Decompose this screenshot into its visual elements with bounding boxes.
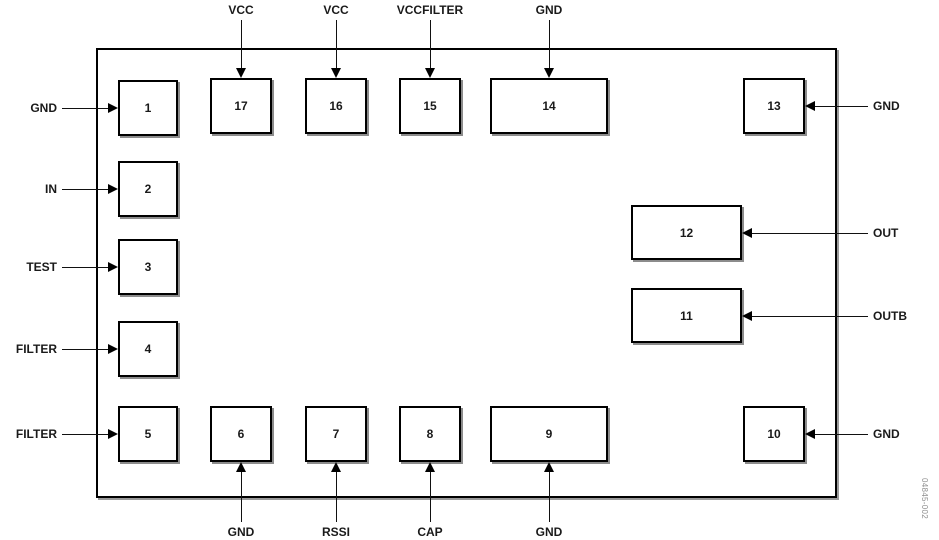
signal-label-top-15: VCCFILTER bbox=[396, 3, 464, 17]
arrow-head-left-5 bbox=[108, 429, 118, 439]
pin-pad-17: 17 bbox=[210, 78, 272, 134]
arrow-head-top-14 bbox=[544, 68, 554, 78]
pin-pad-4: 4 bbox=[118, 321, 178, 377]
leader-line-bottom-8 bbox=[430, 472, 431, 522]
pin-number-label: 15 bbox=[423, 99, 437, 113]
leader-line-right-10 bbox=[815, 434, 868, 435]
pin-number-label: 6 bbox=[237, 427, 245, 441]
pin-pad-15: 15 bbox=[399, 78, 461, 134]
signal-label-left-4: FILTER bbox=[15, 342, 57, 356]
leader-line-top-14 bbox=[549, 20, 550, 68]
arrow-head-right-13 bbox=[805, 101, 815, 111]
pin-number-label: 16 bbox=[329, 99, 343, 113]
signal-label-left-5: FILTER bbox=[15, 427, 57, 441]
pin-pad-10: 10 bbox=[743, 406, 805, 462]
signal-label-right-10: GND bbox=[873, 427, 900, 441]
leader-line-top-15 bbox=[430, 20, 431, 68]
leader-line-left-5 bbox=[62, 434, 108, 435]
pin-number-label: 12 bbox=[679, 225, 694, 240]
pin-number-label: 14 bbox=[542, 99, 556, 113]
pin-number-label: 10 bbox=[767, 427, 781, 441]
signal-label-bottom-9: GND bbox=[535, 525, 563, 539]
arrow-head-bottom-8 bbox=[425, 462, 435, 472]
pin-number-label: 4 bbox=[144, 342, 152, 356]
arrow-head-right-11 bbox=[742, 310, 752, 321]
arrow-head-top-16 bbox=[331, 68, 341, 78]
signal-label-bottom-7: RSSI bbox=[321, 525, 350, 539]
pin-number-label: 2 bbox=[144, 182, 152, 196]
signal-label-bottom-8: CAP bbox=[417, 525, 443, 539]
leader-line-right-11 bbox=[752, 315, 868, 317]
signal-label-bottom-6: GND bbox=[227, 525, 255, 539]
pin-pad-7: 7 bbox=[305, 406, 367, 462]
signal-label-top-17: VCC bbox=[228, 3, 254, 17]
leader-line-right-12 bbox=[752, 232, 868, 234]
signal-label-top-14: GND bbox=[535, 3, 563, 17]
leader-line-left-1 bbox=[62, 108, 108, 109]
pin-number-label: 3 bbox=[144, 260, 152, 274]
leader-line-right-13 bbox=[815, 106, 868, 107]
package-body-outline bbox=[96, 48, 837, 498]
pin-pad-8: 8 bbox=[399, 406, 461, 462]
leader-line-top-16 bbox=[336, 20, 337, 68]
pin-number-label: 11 bbox=[680, 308, 693, 323]
figure-id-watermark: 04845-002 bbox=[920, 478, 929, 519]
signal-label-left-2: IN bbox=[45, 182, 57, 196]
leader-line-bottom-6 bbox=[241, 472, 242, 522]
signal-label-right-12: OUT bbox=[873, 225, 899, 240]
pin-number-label: 9 bbox=[545, 427, 553, 441]
pin-pad-9: 9 bbox=[490, 406, 608, 462]
arrow-head-top-15 bbox=[425, 68, 435, 78]
pin-number-label: 13 bbox=[767, 99, 781, 113]
pin-number-label: 1 bbox=[144, 101, 152, 115]
pin-pad-1: 1 bbox=[118, 80, 178, 136]
arrow-head-left-2 bbox=[108, 184, 118, 194]
pin-pad-11: 11 bbox=[631, 288, 742, 343]
leader-line-bottom-7 bbox=[336, 472, 337, 522]
signal-label-left-1: GND bbox=[30, 101, 57, 115]
leader-line-bottom-9 bbox=[549, 472, 550, 522]
signal-label-left-3: TEST bbox=[26, 260, 57, 274]
pin-number-label: 7 bbox=[332, 427, 340, 441]
pin-pad-5: 5 bbox=[118, 406, 178, 462]
pin-number-label: 17 bbox=[234, 99, 248, 113]
signal-label-right-13: GND bbox=[873, 99, 900, 113]
arrow-head-bottom-9 bbox=[544, 462, 554, 472]
arrow-head-left-3 bbox=[108, 262, 118, 272]
arrow-head-left-1 bbox=[108, 103, 118, 113]
arrow-head-right-10 bbox=[805, 429, 815, 439]
arrow-head-bottom-6 bbox=[236, 462, 246, 472]
arrow-head-right-12 bbox=[742, 227, 752, 238]
signal-label-top-16: VCC bbox=[323, 3, 349, 17]
arrow-head-left-4 bbox=[108, 344, 118, 354]
pin-pad-14: 14 bbox=[490, 78, 608, 134]
arrow-head-top-17 bbox=[236, 68, 246, 78]
pin-number-label: 5 bbox=[144, 427, 152, 441]
leader-line-left-3 bbox=[62, 267, 108, 268]
pin-pad-12: 12 bbox=[631, 205, 742, 260]
signal-label-right-11: OUTB bbox=[873, 308, 907, 323]
pin-pad-13: 13 bbox=[743, 78, 805, 134]
pin-pad-3: 3 bbox=[118, 239, 178, 295]
pin-pad-16: 16 bbox=[305, 78, 367, 134]
pin-pad-6: 6 bbox=[210, 406, 272, 462]
pin-number-label: 8 bbox=[426, 427, 434, 441]
leader-line-left-2 bbox=[62, 189, 108, 190]
leader-line-left-4 bbox=[62, 349, 108, 350]
leader-line-top-17 bbox=[241, 20, 242, 68]
pin-pad-2: 2 bbox=[118, 161, 178, 217]
arrow-head-bottom-7 bbox=[331, 462, 341, 472]
